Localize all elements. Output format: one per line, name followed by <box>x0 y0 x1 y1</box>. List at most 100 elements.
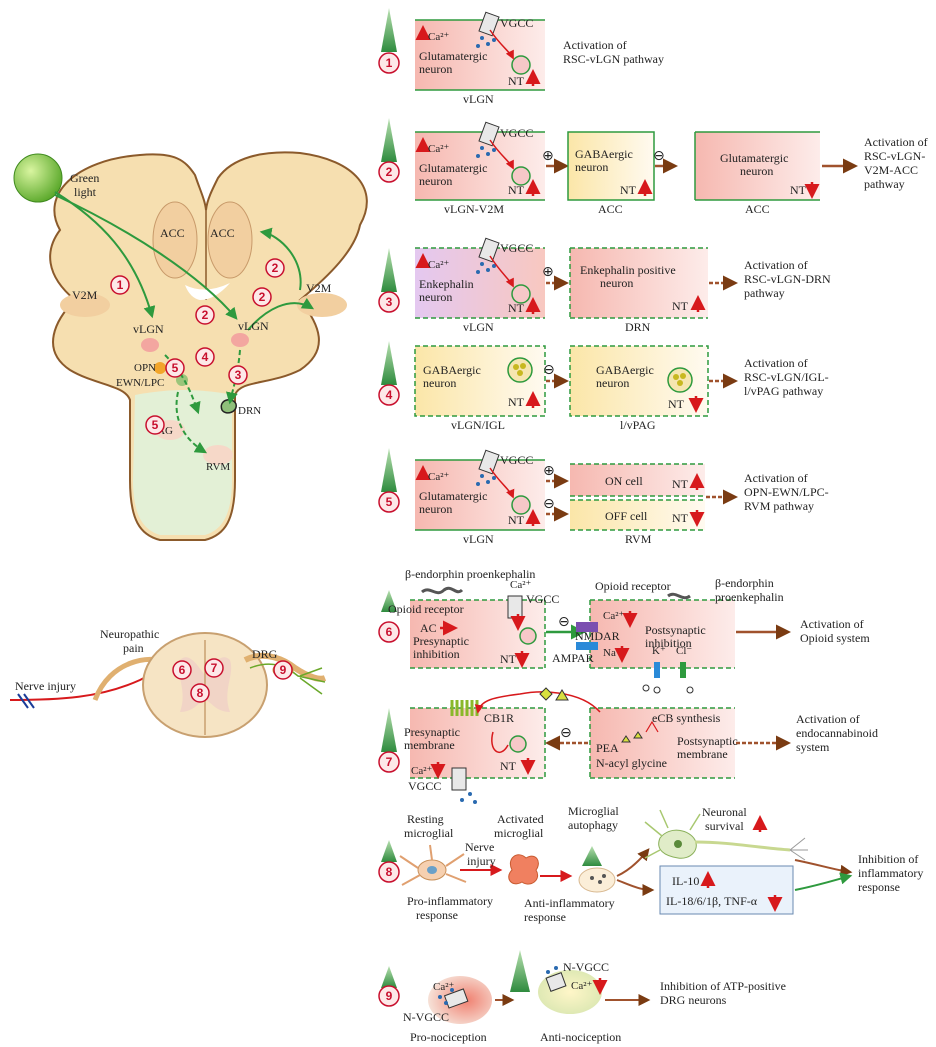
svg-text:2: 2 <box>386 165 393 179</box>
row-5-neuron-label-2: neuron <box>419 502 452 516</box>
spinal-badge-7: 7 <box>204 658 224 678</box>
row-1-nt-label: NT <box>508 74 525 88</box>
drn-nucleus <box>220 399 237 414</box>
row-2-gaba-region: ACC <box>598 202 623 216</box>
neuropathic-pain-label-1: Neuropathic <box>100 627 159 641</box>
row-7-light-triangle <box>381 708 397 752</box>
row-6-ca-label: Ca²⁺ <box>510 579 532 591</box>
row-3-neuron-box <box>415 248 545 318</box>
row-6-nt-label: NT <box>500 652 517 666</box>
row-1-vgcc-icon <box>478 11 500 37</box>
drg-fiber-right <box>243 652 327 682</box>
svg-text:6: 6 <box>386 625 393 639</box>
row-7-post-label-1: Postsynaptic <box>677 734 738 748</box>
row-5-on-nt: NT <box>672 477 689 491</box>
row-9-result-2: DRG neurons <box>660 993 727 1007</box>
row-5: 5 Ca²⁺ VGCC Glutamatergic neuron NT vLGN… <box>378 448 829 546</box>
row-6-post-label-2: inhibition <box>645 636 692 650</box>
row-5-neuron-box <box>415 460 545 530</box>
row-3-vgcc-label: VGCC <box>500 241 533 255</box>
row-7: 7 CB1R Presynaptic membrane Ca²⁺ VGCC NT… <box>378 687 878 804</box>
row-6: 6 β-endorphin proenkephalin Opioid recep… <box>378 567 870 694</box>
svg-text:2: 2 <box>272 261 279 275</box>
row-2: 2 Ca²⁺ VGCC Glutamatergic neuron NT vLGN… <box>378 118 928 216</box>
row-5-rvm-region: RVM <box>625 532 652 546</box>
row-8-anti-2: response <box>524 910 566 924</box>
row-9-pro-label: Pro-nociception <box>410 1030 487 1044</box>
ventricle-white <box>185 283 230 300</box>
row-4-gaba-region: l/vPAG <box>620 418 656 432</box>
row-7-result-3: system <box>796 740 830 754</box>
row-2-vgcc-icon <box>478 121 500 147</box>
row-4-badge: 4 <box>378 384 400 406</box>
svg-text:9: 9 <box>386 989 393 1003</box>
row-6-endorphin-left: β-endorphin proenkephalin <box>405 567 535 581</box>
row-8-il10-label: IL-10 <box>672 874 699 888</box>
row-3-result-3: pathway <box>744 286 785 300</box>
opn-rvm-arrow <box>175 391 208 454</box>
row-8-injury-2: injury <box>467 854 496 868</box>
row-3-ca-label: Ca²⁺ <box>428 259 450 271</box>
brain-badge-2b: 2 <box>195 305 215 325</box>
svg-text:3: 3 <box>386 295 393 309</box>
row-5-off-cell-box <box>570 500 705 530</box>
row-5-vgcc-label: VGCC <box>500 453 533 467</box>
row-8-injury-1: Nerve <box>465 840 494 854</box>
row-4-result-2: RSC-vLGN/IGL- <box>744 370 829 384</box>
row-6-vgcc-label: VGCC <box>526 592 559 606</box>
v2m-left-region <box>60 293 110 317</box>
row-7-minus-sign: ⊖ <box>560 725 572 741</box>
row-6-vgcc-icon <box>507 595 523 619</box>
row-8-resting-2: microglial <box>404 826 454 840</box>
row-9-nvgcc-2: N-VGCC <box>563 960 609 974</box>
row-8-badge: 8 <box>378 861 400 883</box>
spinal-cord-illustration: Neuropathic pain Nerve injury DRG 6 7 8 … <box>9 627 327 738</box>
spinal-badge-6: 6 <box>172 660 192 680</box>
row-1-badge: 1 <box>378 52 400 74</box>
row-5-off-cell-label: OFF cell <box>605 509 648 523</box>
row-2-glut-label-2: neuron <box>740 164 773 178</box>
row-7-ca-label: Ca²⁺ <box>411 765 433 777</box>
row-6-nmdar-icon <box>576 622 598 632</box>
row-1-result-2: RSC-vLGN pathway <box>563 52 664 66</box>
row-6-ca2-label: Ca²⁺ <box>603 610 625 622</box>
row-4-gaba-box <box>569 345 709 417</box>
row-8-survival-2: survival <box>705 819 744 833</box>
row-7-nacyl-label: N-acyl glycine <box>596 756 667 770</box>
row-6-k-label: K⁺ <box>652 645 666 657</box>
row-8: 8 Resting microglial Activated microglia… <box>378 804 923 924</box>
row-3-light-triangle <box>381 248 397 292</box>
row-2-nt-label: NT <box>508 183 525 197</box>
row-7-vgcc-label: VGCC <box>408 779 441 793</box>
brain-badge-3: 3 <box>228 365 248 385</box>
row-7-cb1r-icon <box>450 700 479 716</box>
row-2-glut-region: ACC <box>745 202 770 216</box>
ewn-label: EWN/LPC <box>116 377 164 389</box>
row-3: 3 Ca²⁺ VGCC Enkephalin neuron NT vLGN ⊕ … <box>378 237 831 334</box>
svg-text:5: 5 <box>172 361 179 375</box>
row-1-result-1: Activation of <box>563 38 627 52</box>
row-7-post-box <box>590 708 735 778</box>
vlgn-right-label: vLGN <box>238 319 269 333</box>
green-light-label-2: light <box>74 185 97 199</box>
spinal-badge-9: 9 <box>273 660 293 680</box>
row-1-box-border <box>415 19 545 91</box>
row-9-light-triangle-2 <box>510 950 530 992</box>
row-6-receptor-right-icon <box>667 592 691 600</box>
row-1-vgcc-label: VGCC <box>500 16 533 30</box>
row-5-nt-label: NT <box>508 513 525 527</box>
svg-text:6: 6 <box>179 663 186 677</box>
row-5-on-cell-label: ON cell <box>605 474 643 488</box>
row-2-light-triangle <box>381 118 397 162</box>
drg-label: DRG <box>252 647 278 661</box>
vlgn-left-label: vLGN <box>133 322 164 336</box>
svg-text:5: 5 <box>386 495 393 509</box>
brain-badge-1: 1 <box>110 275 130 295</box>
row-5-result-3: RVM pathway <box>744 499 814 513</box>
nerve-injury-mark <box>17 693 35 709</box>
row-8-neuron-icon <box>644 809 808 861</box>
row-6-nmdar-label: NMDAR <box>575 629 620 643</box>
row-6-result-1: Activation of <box>800 617 864 631</box>
row-1-neuron-label-2: neuron <box>419 62 452 76</box>
